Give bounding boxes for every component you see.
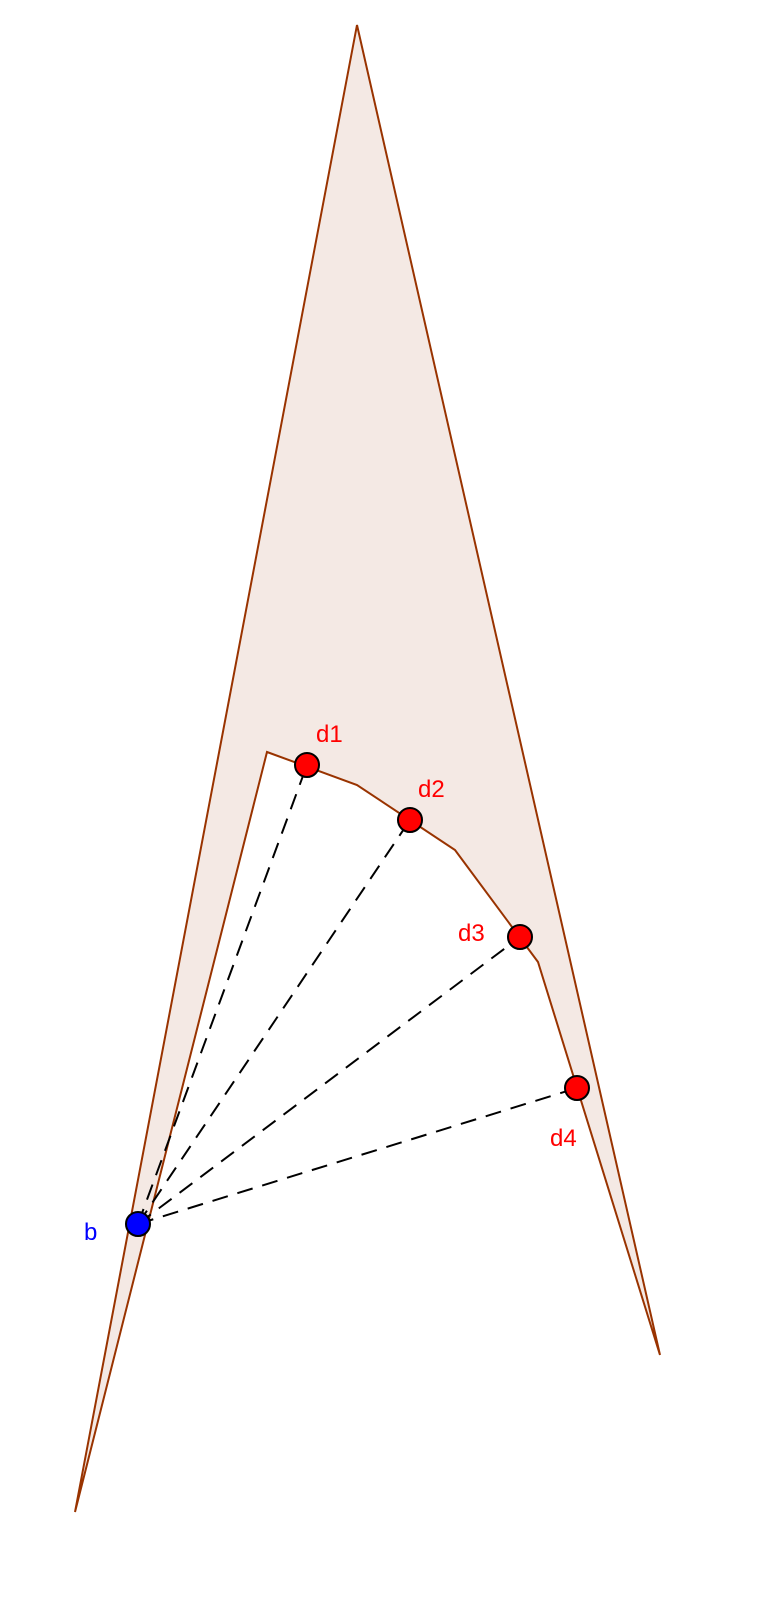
label-d2: d2 — [418, 776, 445, 803]
point-d3[interactable] — [507, 924, 533, 950]
point-b[interactable] — [125, 1211, 151, 1237]
points — [125, 752, 590, 1237]
point-d1[interactable] — [294, 752, 320, 778]
label-d4: d4 — [550, 1125, 577, 1152]
label-d1: d1 — [316, 721, 343, 748]
label-b: b — [84, 1219, 97, 1246]
segment-b-d2 — [137, 819, 411, 1225]
segment-b-d4 — [137, 1087, 578, 1225]
point-d4[interactable] — [564, 1075, 590, 1101]
segment-b-d1 — [137, 764, 308, 1225]
point-labels: d1 d2 d3 d4 b — [84, 721, 577, 1246]
shaded-polygon — [74, 24, 661, 1513]
label-d3: d3 — [458, 920, 485, 947]
segment-b-d3 — [137, 936, 521, 1225]
point-d2[interactable] — [397, 807, 423, 833]
dashed-segments — [137, 764, 578, 1225]
